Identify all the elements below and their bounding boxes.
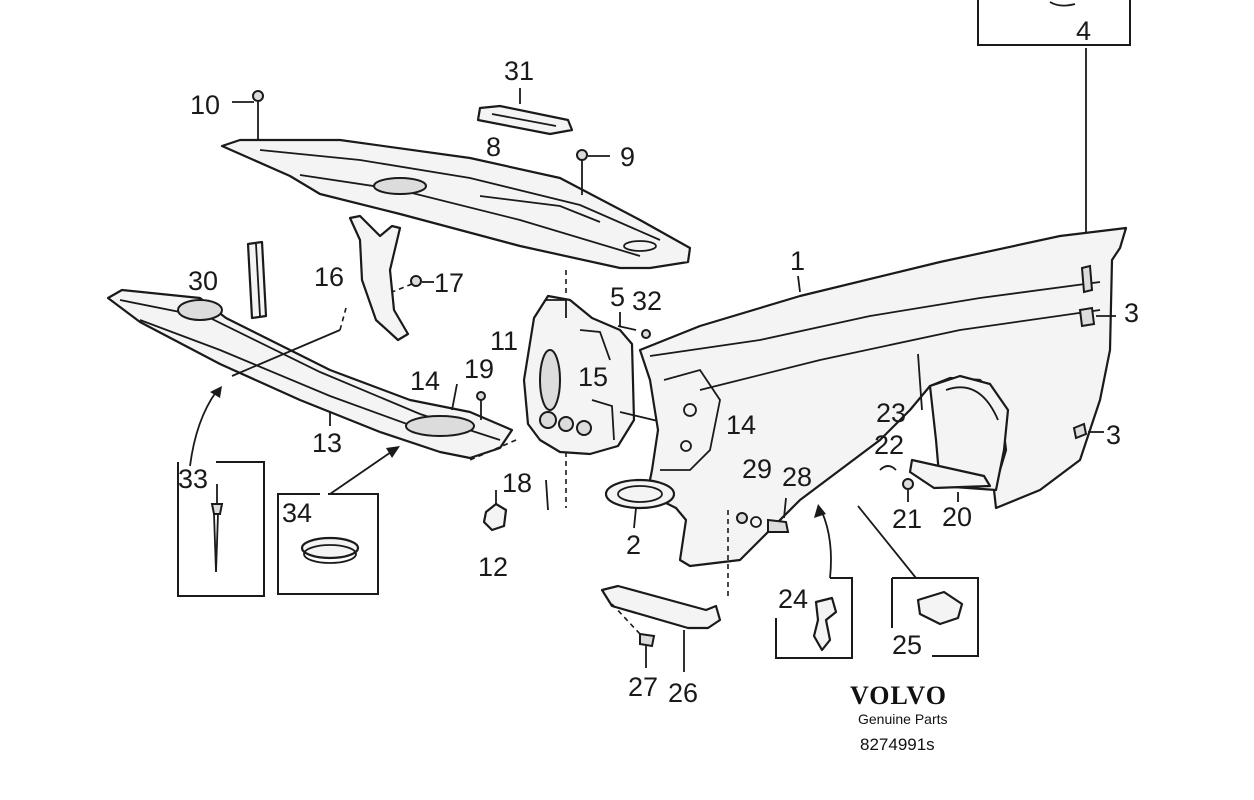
bolt-10 xyxy=(232,90,264,140)
callout-33: 33 xyxy=(178,464,208,494)
bolt-27 xyxy=(611,603,656,668)
clip-21 xyxy=(902,478,914,502)
arrow-24 xyxy=(814,504,832,579)
bolt-5-32 xyxy=(617,312,651,339)
callout-16: 16 xyxy=(314,262,344,292)
detail-box-24 xyxy=(775,577,853,659)
callout-1: 1 xyxy=(790,246,805,276)
support-panel-11 xyxy=(522,294,636,456)
detail-box-34 xyxy=(277,493,379,595)
callout-31: 31 xyxy=(504,56,534,86)
upper-panel-8 xyxy=(220,138,692,270)
leader-25 xyxy=(857,505,917,579)
lamp-2 xyxy=(604,478,676,529)
callout-32: 32 xyxy=(632,286,662,316)
callout-23: 23 xyxy=(876,398,906,428)
clip-22 xyxy=(879,465,897,471)
callout-29: 29 xyxy=(742,454,772,484)
callout-13: 13 xyxy=(312,428,342,458)
callout-15: 15 xyxy=(578,362,608,392)
arrow-34 xyxy=(329,446,400,495)
bracket-30 xyxy=(246,240,268,320)
callout-25: 25 xyxy=(892,630,922,660)
pad-31 xyxy=(476,88,574,136)
bolt-17 xyxy=(391,275,434,293)
callout-18: 18 xyxy=(502,468,532,498)
fasteners-28-29 xyxy=(736,497,790,533)
callout-28: 28 xyxy=(782,462,812,492)
clip-3-upper xyxy=(1078,264,1116,328)
callout-26: 26 xyxy=(668,678,698,708)
arrow-33 xyxy=(189,386,222,467)
callout-4: 4 xyxy=(1076,16,1091,46)
callout-9: 9 xyxy=(620,142,635,172)
callout-10: 10 xyxy=(190,90,220,120)
detail-box-33 xyxy=(177,461,265,597)
leader-13 xyxy=(231,329,341,377)
clip-3-lower xyxy=(1072,422,1104,440)
callout-30: 30 xyxy=(188,266,218,296)
callout-5: 5 xyxy=(610,282,625,312)
callout-11: 11 xyxy=(490,326,518,356)
callout-12: 12 xyxy=(478,552,508,582)
clip-12 xyxy=(482,490,508,532)
bolt-19 xyxy=(476,391,486,420)
callout-21: 21 xyxy=(892,504,922,534)
callout-34: 34 xyxy=(282,498,312,528)
bolt-18 xyxy=(545,479,549,511)
bracket-16 xyxy=(348,214,410,342)
callout-24: 24 xyxy=(778,584,808,614)
callout-22: 22 xyxy=(874,430,904,460)
brand-tagline: Genuine Parts xyxy=(858,711,948,727)
bolt-9 xyxy=(576,149,610,195)
dash-13 xyxy=(339,307,347,331)
callout-2: 2 xyxy=(626,530,641,560)
callout-14-right: 14 xyxy=(726,410,756,440)
crossmember-13 xyxy=(106,288,514,460)
callout-8: 8 xyxy=(486,132,501,162)
callout-19: 19 xyxy=(464,354,494,384)
callout-17: 17 xyxy=(434,268,464,298)
brand-name: VOLVO xyxy=(850,681,947,710)
callout-3-lower: 3 xyxy=(1106,420,1121,450)
callout-3-upper: 3 xyxy=(1124,298,1139,328)
callout-14-left: 14 xyxy=(410,366,440,396)
detail-box-4 xyxy=(977,0,1131,46)
callout-20: 20 xyxy=(942,502,972,532)
fender-1 xyxy=(638,226,1128,568)
bracket-26 xyxy=(600,584,722,672)
part-code: 8274991s xyxy=(860,735,935,754)
detail-box-25 xyxy=(891,577,979,657)
clip-23 xyxy=(917,353,923,411)
bolt-14-left xyxy=(451,383,458,411)
strip-20 xyxy=(908,458,992,502)
callout-27: 27 xyxy=(628,672,658,702)
